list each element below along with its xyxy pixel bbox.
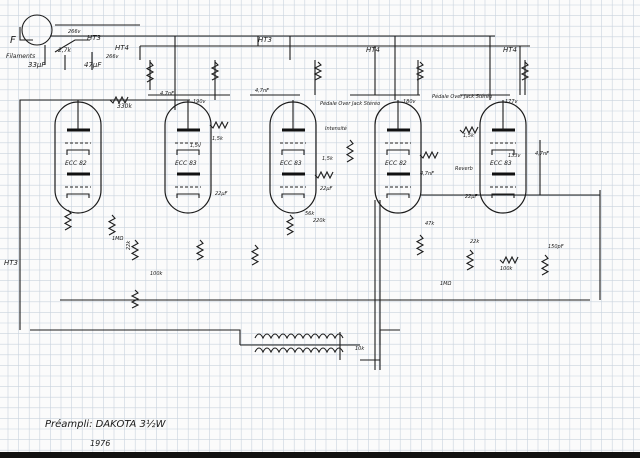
label-22uf-c: 22µF — [465, 194, 478, 200]
label-266v-b: 266v — [106, 54, 120, 60]
resistor — [419, 150, 439, 160]
resistor — [195, 239, 205, 261]
label-47k: 47k — [425, 221, 435, 227]
label-ht3: HT3 — [87, 34, 101, 42]
label-266v: 266v — [68, 29, 82, 35]
tube-type-label: ECC 83 — [490, 160, 512, 167]
label-100k-a: 100k — [150, 271, 164, 277]
label-ht4: HT4 — [115, 44, 129, 52]
resistor — [130, 239, 140, 261]
resistor — [63, 209, 73, 231]
label-ht4-right: HT4 — [503, 46, 517, 54]
label-4-7nf-d: 4,7nF — [535, 151, 549, 157]
resistor — [285, 214, 295, 236]
resistor — [314, 170, 334, 180]
label-res-2-7k: 2,7k — [58, 47, 72, 54]
label-1-5v: 1,5v — [190, 143, 202, 149]
label-reverb: Reverb — [455, 166, 473, 172]
vacuum-tube: ECC 82 — [374, 100, 422, 214]
label-1m: 1MΩ — [112, 236, 123, 242]
resistor — [459, 125, 479, 135]
label-1-5k-a: 1,5k — [212, 136, 224, 142]
label-56k: 56k — [305, 211, 315, 217]
vacuum-tube: ECC 82 — [54, 100, 102, 214]
supply-rails — [19, 35, 601, 346]
label-150pf: 150pF — [548, 244, 564, 250]
label-22k-b: 22k — [470, 239, 480, 245]
label-10k: 10k — [355, 346, 365, 352]
label-filaments: Filaments — [6, 53, 35, 60]
label-ht4-mid: HT4 — [366, 46, 380, 54]
tube-type-label: ECC 83 — [175, 160, 197, 167]
label-22k-a: 22k — [126, 240, 132, 250]
resistor — [109, 95, 129, 105]
label-filament: F — [10, 35, 16, 46]
resistor — [313, 61, 323, 81]
label-1-5k-b: 1,5k — [322, 156, 334, 162]
vacuum-tube: ECC 83 — [164, 100, 212, 214]
reverb-transformer — [254, 200, 381, 370]
resistor — [345, 139, 355, 163]
resistor — [130, 289, 140, 309]
label-220k: 220k — [313, 218, 327, 224]
label-4-7nf-a: 4,7nF — [160, 91, 174, 97]
label-4-7nf-c: 4,7nF — [420, 171, 434, 177]
vacuum-tube: ECC 83 — [269, 100, 317, 214]
resistor — [210, 61, 220, 81]
resistor — [145, 61, 155, 83]
label-1-5k-c: 1,5k — [463, 133, 475, 139]
resistor — [250, 244, 260, 266]
resistor — [107, 214, 117, 236]
resistor — [465, 249, 475, 271]
resistor — [415, 234, 425, 256]
label-22uf-b: 22µF — [320, 186, 333, 192]
label-cap-47uf: 47µF — [84, 61, 102, 69]
scan-edge — [0, 452, 640, 458]
label-4-7nf-b: 4,7nF — [255, 88, 269, 94]
label-intensity: Intensité — [325, 125, 347, 132]
resistor — [415, 61, 425, 81]
resistor — [520, 61, 530, 81]
label-133v: 133v — [508, 153, 522, 159]
label-1m-b: 1MΩ — [440, 281, 451, 287]
label-ht3-mid: HT3 — [258, 36, 272, 44]
resistor — [540, 254, 550, 276]
label-100k-b: 100k — [500, 266, 514, 272]
label-22uf-a: 22µF — [215, 191, 228, 197]
tube-socket — [19, 14, 140, 70]
label-190v: 190v — [193, 99, 207, 105]
resistor-network — [63, 61, 550, 309]
label-330k: 330k — [117, 103, 132, 110]
label-177v: 177v — [505, 99, 519, 105]
schematic-title: Préampli: DAKOTA 3½W — [45, 418, 167, 430]
schematic-year: 1976 — [90, 439, 110, 448]
vacuum-tube: ECC 83 — [479, 100, 527, 214]
label-pedal-over-a: Pédale Over Jack Stéréo — [320, 100, 380, 107]
resistor — [499, 255, 519, 265]
tube-type-label: ECC 83 — [280, 160, 302, 167]
tube-type-label: ECC 82 — [65, 160, 87, 167]
label-cap-33uf: 33µF — [28, 61, 46, 69]
label-ht3-left: HT3 — [4, 259, 18, 267]
label-180v: 180v — [403, 99, 417, 105]
label-pedal-over-b: Pédale Over Jack Stéréo — [432, 93, 492, 100]
tube-type-label: ECC 82 — [385, 160, 407, 167]
resistor — [209, 120, 229, 130]
